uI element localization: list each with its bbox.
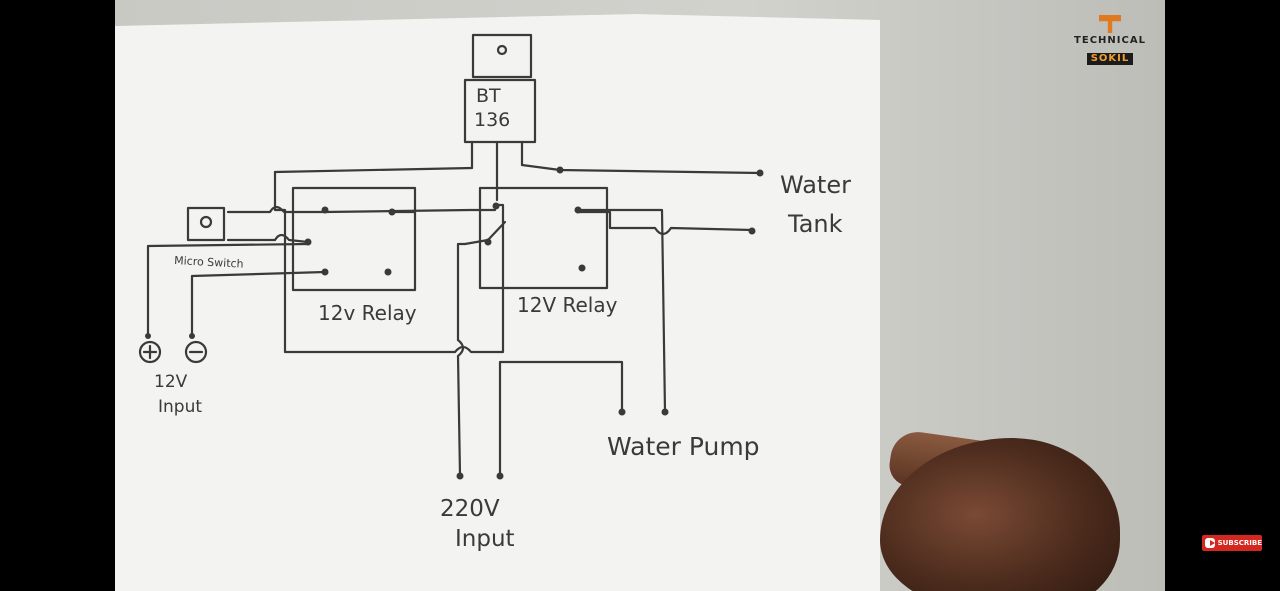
- logo-bottom-text: SOKIL: [1086, 53, 1134, 65]
- wire-220v-left: [456, 338, 465, 477]
- wire-water-tank-2: [576, 210, 754, 236]
- wire-switch-relay1: [226, 205, 497, 214]
- water-tank-label-2: Tank: [787, 210, 843, 238]
- wire-12v-plus: [146, 242, 310, 338]
- water-tank-label-1: Water: [780, 171, 851, 199]
- micro-switch-button: [199, 215, 213, 229]
- triac-label-136: 136: [474, 109, 510, 131]
- wire-switch-relay1-b: [226, 233, 310, 244]
- subscribe-label: SUBSCRIBE: [1217, 539, 1262, 547]
- 220v-label: 220V: [440, 496, 500, 522]
- relay-1-box: [291, 186, 417, 292]
- 12v-input-label: Input: [158, 397, 202, 417]
- youtube-play-icon: [1205, 538, 1215, 548]
- wire-relay2-down: [456, 242, 467, 342]
- wire-bottom-crossover: [453, 203, 505, 354]
- wire-triac-to-left: [273, 166, 474, 174]
- relay-1-label: 12v Relay: [318, 301, 417, 325]
- wire-relay1-loop: [273, 170, 457, 354]
- triac-label-bt: BT: [476, 85, 501, 107]
- logo-top-text: TECHNICAL: [1074, 35, 1146, 46]
- water-pump-label: Water Pump: [607, 432, 760, 461]
- micro-switch-body: [186, 206, 226, 242]
- micro-switch-label: Micro Switch: [174, 254, 244, 271]
- plus-terminal: [138, 340, 162, 364]
- relay-2-box: [478, 186, 609, 290]
- wire-relay2-to-pump: [578, 208, 667, 414]
- paper-sheet: [115, 14, 880, 591]
- video-frame: TECHNICAL SOKIL: [115, 0, 1165, 591]
- triac-body: [463, 78, 537, 144]
- relay-2-label: 12V Relay: [517, 293, 618, 317]
- subscribe-button[interactable]: SUBSCRIBE: [1202, 535, 1262, 551]
- channel-logo: TECHNICAL SOKIL: [1070, 15, 1150, 65]
- 12v-label: 12V: [154, 372, 188, 392]
- triac-mount-hole: [496, 44, 508, 56]
- minus-terminal: [184, 340, 208, 364]
- wire-220v-right-to-pump: [498, 360, 624, 477]
- wire-12v-minus: [190, 270, 327, 338]
- triac-heatsink-tab: [471, 33, 533, 79]
- 220v-input-label: Input: [455, 526, 515, 552]
